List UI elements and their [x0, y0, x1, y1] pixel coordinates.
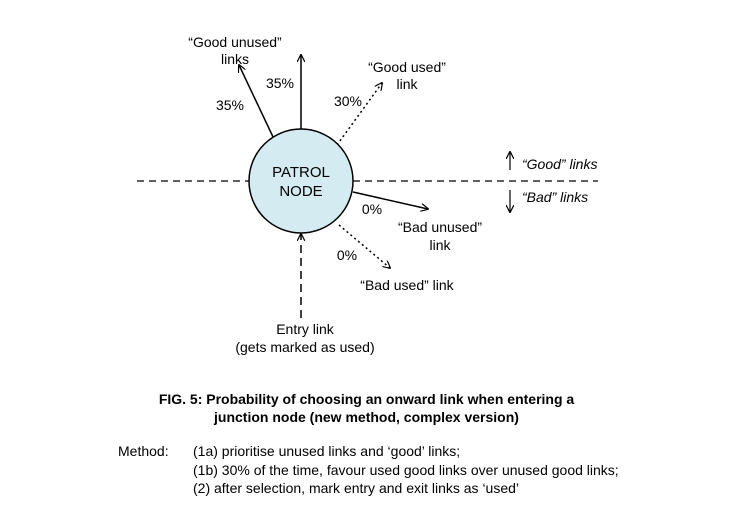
figure-caption-line2: junction node (new method, complex versi… [214, 409, 519, 425]
good-links-side-label: “Good” links [522, 156, 597, 172]
patrol-node [248, 128, 354, 234]
good-used-label-line2: link [396, 76, 418, 92]
good-unused-link-arrow-left [239, 65, 275, 140]
good-unused-label-line2: links [221, 51, 249, 67]
method-item-2: (2) after selection, mark entry and exit… [193, 480, 520, 496]
good-unused-pct-right: 35% [266, 75, 294, 91]
entry-link-label-line1: Entry link [276, 321, 335, 337]
bad-unused-label-line2: link [429, 237, 451, 253]
good-used-pct: 30% [334, 93, 362, 109]
method-label: Method: [118, 443, 169, 459]
method-item-1b: (1b) 30% of the time, favour used good l… [193, 462, 619, 478]
patrol-node-label-line2: NODE [279, 183, 322, 200]
bad-links-side-label: “Bad” links [522, 189, 588, 205]
link-probability-diagram: PATROL NODE “Good unused” links 35% 35% … [137, 34, 598, 355]
bad-unused-label-line1: “Bad unused” [398, 219, 482, 235]
bad-unused-link-arrow [352, 191, 428, 209]
good-used-label-line1: “Good used” [368, 59, 446, 75]
good-unused-pct-left: 35% [216, 97, 244, 113]
patrol-node-label-line1: PATROL [272, 164, 330, 181]
entry-link-label-line2: (gets marked as used) [235, 339, 374, 355]
figure-caption-line1: FIG. 5: Probability of choosing an onwar… [158, 391, 575, 407]
bad-used-pct: 0% [337, 247, 357, 263]
good-unused-label-line1: “Good unused” [188, 34, 282, 50]
bad-unused-pct: 0% [362, 201, 382, 217]
bad-used-label: “Bad used” link [360, 277, 454, 293]
method-item-1a: (1a) prioritise unused links and ‘good’ … [193, 443, 461, 459]
bad-used-link-arrow [338, 224, 390, 268]
